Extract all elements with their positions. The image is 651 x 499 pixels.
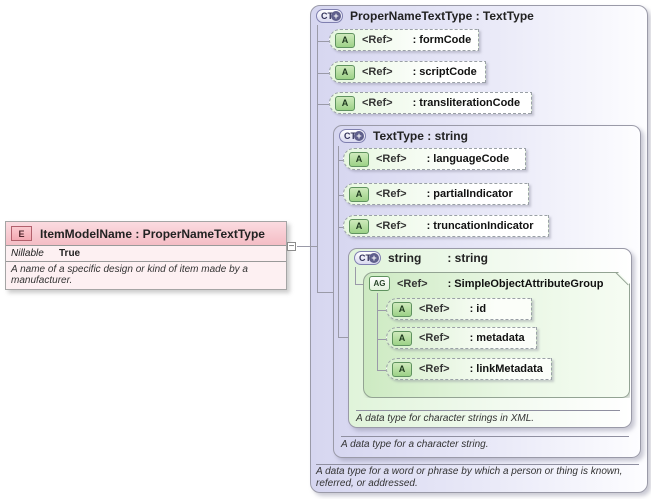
annotation-propernametexttype: A data type for a word or phrase by whic… [316,466,623,489]
plus-icon: + [354,131,364,141]
connector-line [317,41,329,42]
element-header[interactable]: E ItemModelName : ProperNameTextType [6,222,286,246]
attribute-icon: A [392,330,412,346]
attribute-icon: A [349,186,369,202]
element-title: ItemModelName : ProperNameTextType [40,226,265,241]
connector-line [317,292,333,293]
attribute-ref: <Ref> [419,303,450,315]
attribute-icon: A [335,64,355,80]
connector-line [338,227,343,228]
attribute-icon: A [392,301,412,317]
attribute-name: : metadata [469,332,525,344]
complextype-title: ProperNameTextType : TextType [350,9,534,23]
attribute-icon: A [335,95,355,111]
complextype-title: string [388,251,422,265]
complextype-title: TextType : string [373,129,468,143]
attribute-partialindicator[interactable]: A <Ref> : partialIndicator [343,183,529,205]
attribute-id[interactable]: A <Ref> : id [386,298,532,320]
attribute-truncationindicator[interactable]: A <Ref> : truncationIndicator [343,215,549,237]
connector-line [377,310,386,311]
plus-icon: + [331,11,341,21]
element-box-itemmodelname[interactable]: E ItemModelName : ProperNameTextType Nil… [5,221,287,290]
attribute-name: : formCode [412,34,472,46]
connector-line [338,160,343,161]
element-facts-row: Nillable True [6,246,286,262]
connector-line [338,195,343,196]
element-icon: E [11,226,32,241]
attribute-metadata[interactable]: A <Ref> : metadata [386,327,537,349]
complextype-header-string[interactable]: CT + string : string [354,251,488,265]
nillable-value: True [59,248,81,259]
attribute-name: : languageCode [426,153,510,165]
complex-type-icon: CT + [316,9,343,23]
attribute-linkmetadata[interactable]: A <Ref> : linkMetadata [386,358,552,380]
complex-type-icon: CT + [339,129,366,143]
attribute-ref: <Ref> [376,188,407,200]
attribute-group-ref: <Ref> [397,277,428,290]
attribute-group-icon: AG [369,276,390,291]
attribute-icon: A [335,32,355,48]
annotation-divider [341,436,629,437]
connector-line [317,73,329,74]
connector-line [377,293,378,370]
attribute-ref: <Ref> [376,220,407,232]
complex-type-icon-label: CT [344,131,356,141]
attribute-transliterationcode[interactable]: A <Ref> : transliterationCode [329,92,532,114]
collapse-toggle[interactable]: − [287,241,296,252]
complex-type-icon-label: CT [359,253,371,263]
annotation-texttype: A data type for a character string. [341,439,489,450]
annotation-string: A data type for character strings in XML… [356,413,535,424]
attribute-languagecode[interactable]: A <Ref> : languageCode [343,148,526,170]
attribute-ref: <Ref> [362,34,393,46]
plus-icon: + [369,253,379,263]
annotation-divider [316,464,639,465]
connector-line [317,25,318,292]
attribute-formcode[interactable]: A <Ref> : formCode [329,29,479,51]
attribute-ref: <Ref> [419,332,450,344]
connector-line [317,104,329,105]
attribute-ref: <Ref> [362,66,393,78]
attribute-icon: A [349,151,369,167]
attribute-ref: <Ref> [419,363,450,375]
attribute-ref: <Ref> [376,153,407,165]
connector-line [338,146,339,337]
attribute-name: : id [469,303,487,315]
connector-line [355,284,363,285]
nillable-label: Nillable [11,248,44,259]
complextype-header-propernametexttype[interactable]: CT + ProperNameTextType : TextType [316,9,534,23]
complextype-base: : string [447,251,489,265]
connector-line [377,339,386,340]
connector-line [297,246,317,247]
connector-line [377,370,386,371]
attribute-name: : partialIndicator [426,188,513,200]
attribute-group-header[interactable]: AG <Ref> : SimpleObjectAttributeGroup [369,276,603,291]
attribute-group-name: : SimpleObjectAttributeGroup [447,277,604,290]
complex-type-icon-label: CT [321,11,333,21]
connector-line [355,267,356,284]
attribute-name: : transliterationCode [412,97,521,109]
attribute-name: : scriptCode [412,66,477,78]
complextype-header-texttype[interactable]: CT + TextType : string [339,129,468,143]
attribute-icon: A [349,218,369,234]
attribute-ref: <Ref> [362,97,393,109]
element-annotation: A name of a specific design or kind of i… [11,264,248,286]
connector-line [338,337,348,338]
attribute-scriptcode[interactable]: A <Ref> : scriptCode [329,61,486,83]
annotation-divider [356,410,620,411]
attribute-name: : truncationIndicator [426,220,534,232]
complex-type-icon: CT + [354,251,381,265]
attribute-icon: A [392,361,412,377]
attribute-name: : linkMetadata [469,363,543,375]
